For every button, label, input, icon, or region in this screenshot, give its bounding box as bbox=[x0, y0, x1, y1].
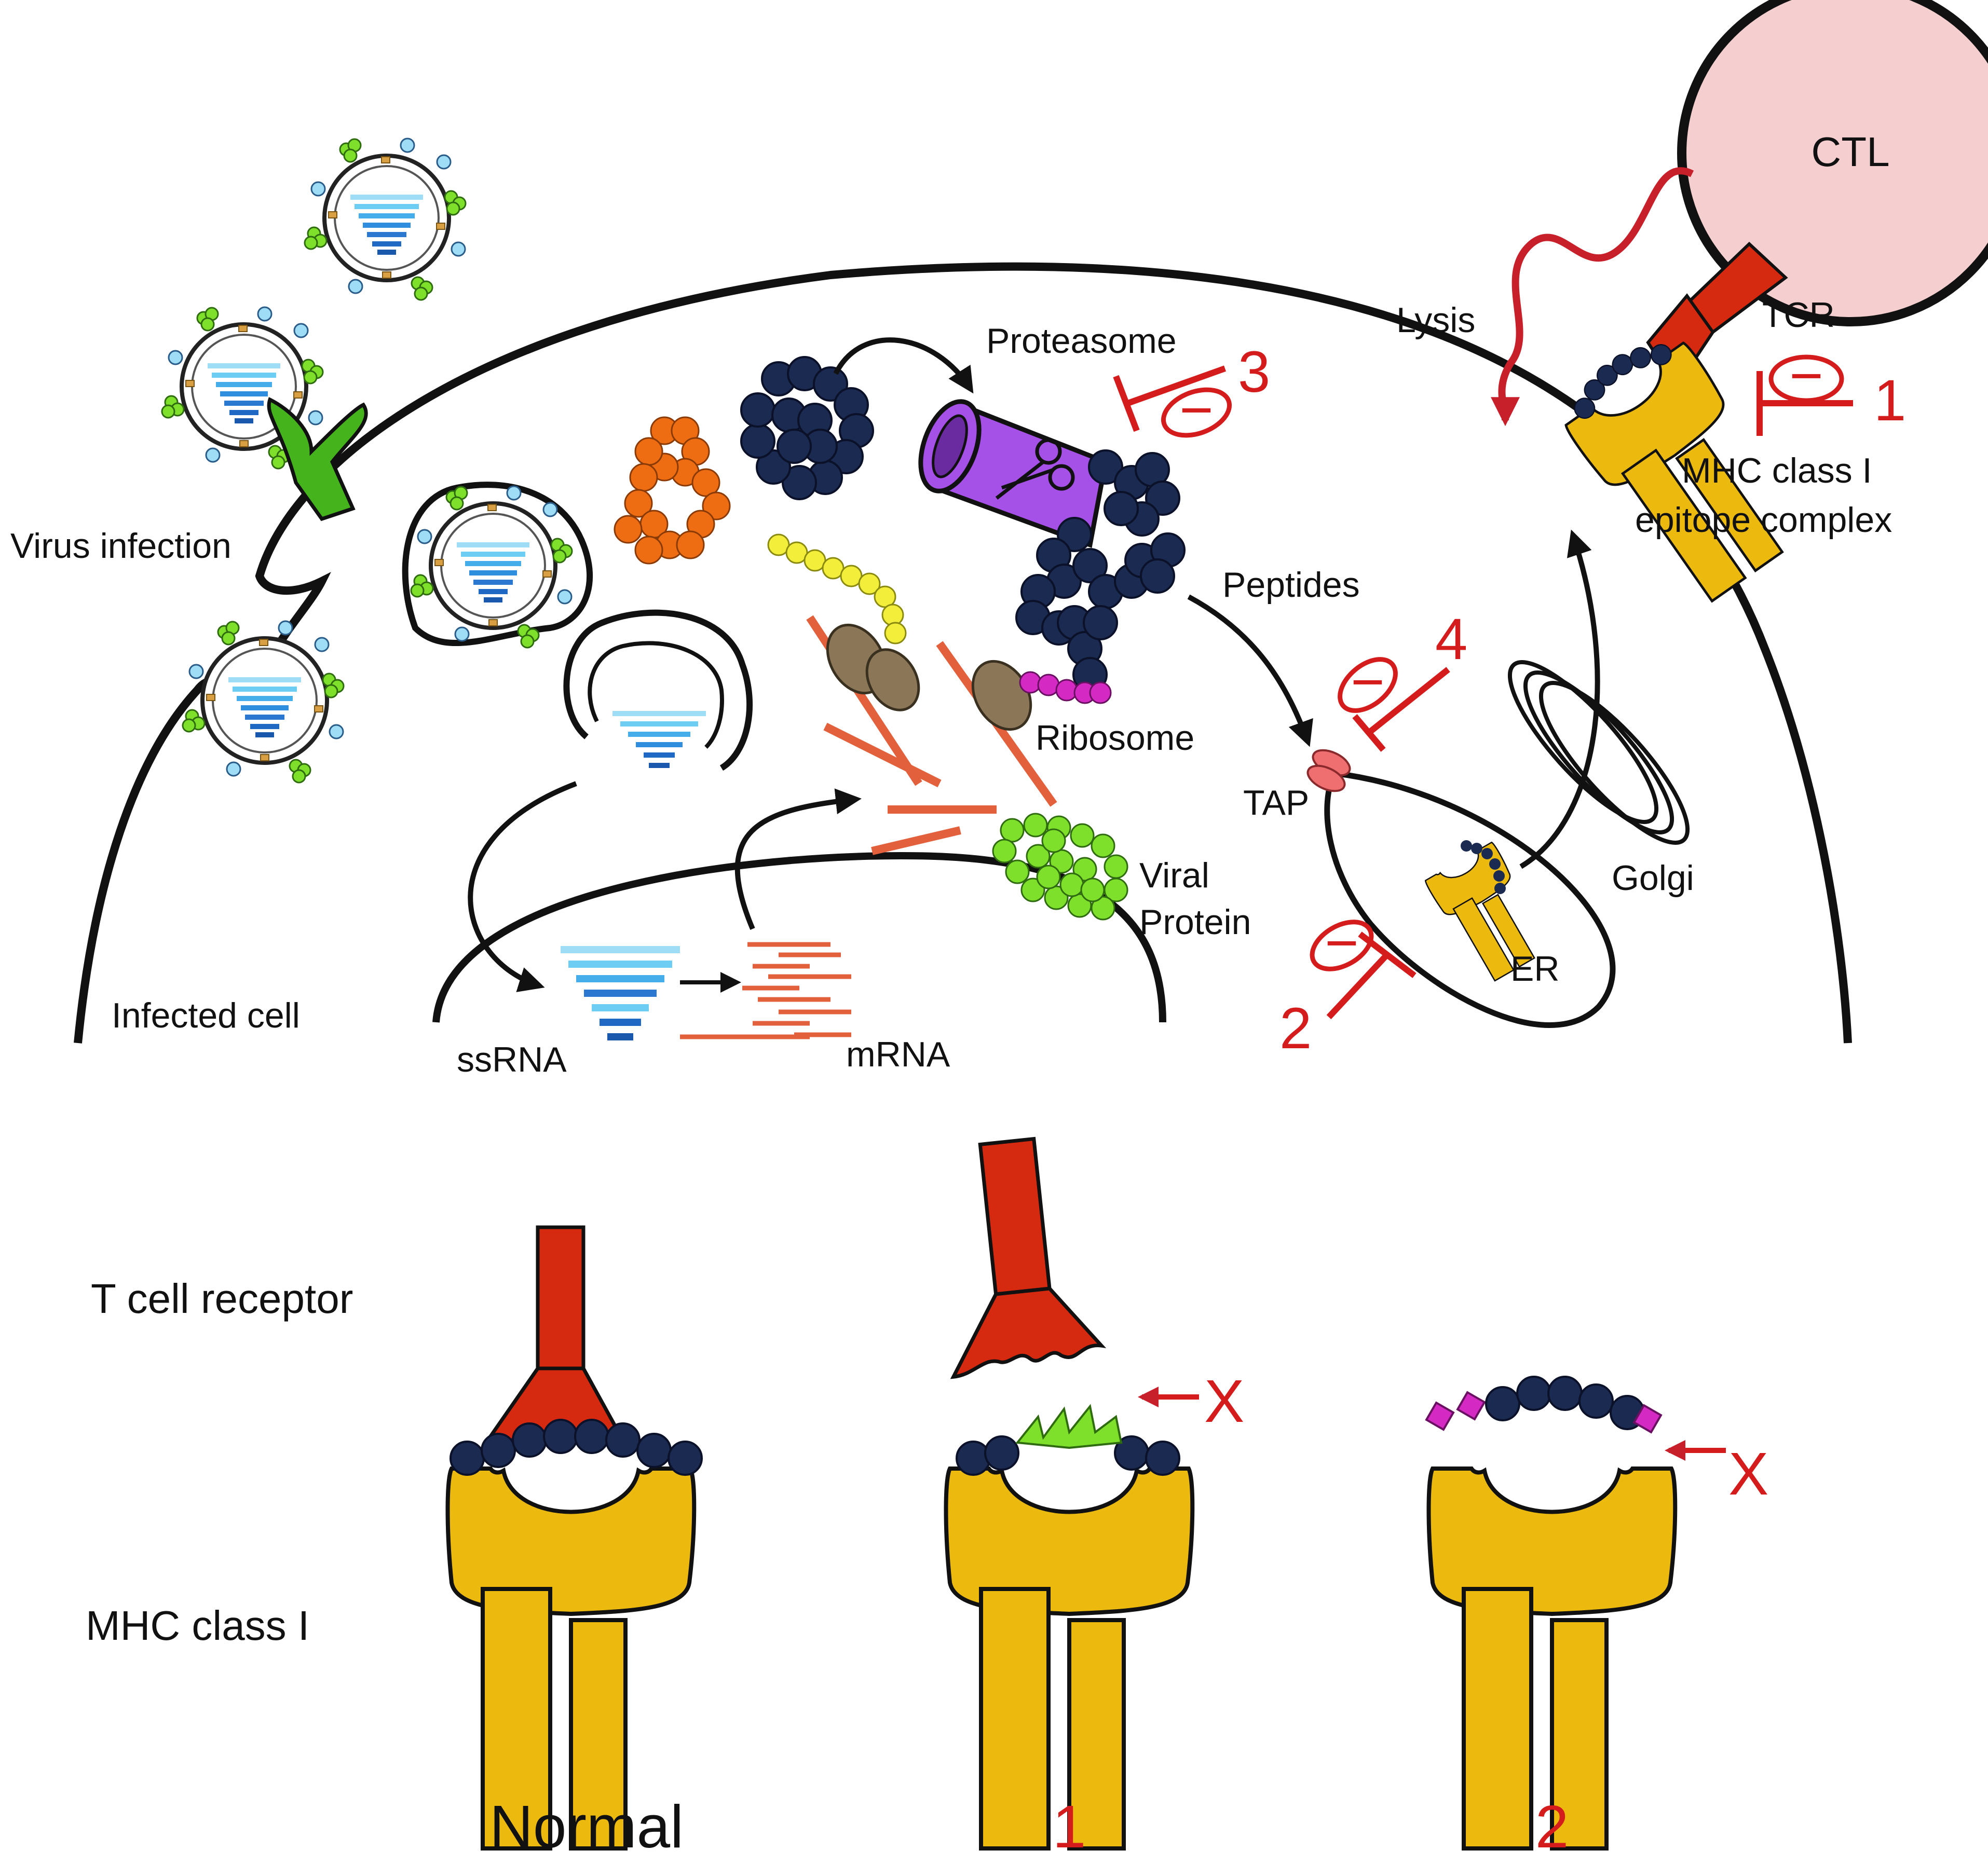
proteasome bbox=[918, 399, 1109, 549]
golgi-label: Golgi bbox=[1612, 858, 1694, 898]
infected-cell-label: Infected cell bbox=[112, 996, 300, 1035]
arrow-to-cytoplasm bbox=[734, 788, 862, 930]
arrow-to-tap bbox=[1187, 594, 1313, 747]
minus-sign: − bbox=[1351, 649, 1384, 714]
orange-protein bbox=[614, 416, 731, 565]
case1-label: 1 bbox=[1053, 1793, 1086, 1860]
mhc-class-i-label: MHC class I bbox=[86, 1602, 309, 1649]
inhibition-number-2: 2 bbox=[1279, 996, 1312, 1061]
golgi bbox=[1507, 660, 1690, 845]
lysis-arrow bbox=[1490, 167, 1694, 427]
minus-sign: − bbox=[1789, 343, 1823, 408]
ctl-label: CTL bbox=[1811, 129, 1889, 175]
endosome bbox=[402, 482, 593, 648]
er-membrane bbox=[1324, 770, 1616, 1028]
case2-block-mark: X bbox=[1665, 1440, 1768, 1507]
mrna-strands bbox=[680, 942, 851, 1039]
cross-mark: X bbox=[1728, 1440, 1768, 1507]
minus-sign: − bbox=[1179, 377, 1213, 442]
inhibition-marker-3: − 3 bbox=[1113, 339, 1270, 442]
scissors-icon bbox=[995, 438, 1075, 500]
minus-sign: − bbox=[1325, 910, 1358, 975]
inhibition-marker-1: − 1 bbox=[1756, 343, 1906, 436]
arrow-to-nucleus bbox=[468, 781, 577, 992]
inhibition-marker-2: − 2 bbox=[1279, 910, 1417, 1061]
case2-label: 2 bbox=[1535, 1793, 1569, 1860]
ribosome bbox=[826, 623, 1032, 731]
virus-infection-label: Virus infection bbox=[10, 526, 232, 566]
mhc-epitope-label-line1: MHC class I bbox=[1682, 451, 1872, 490]
t-cell-receptor-label: T cell receptor bbox=[91, 1276, 353, 1322]
viral-protein-label-line2: Protein bbox=[1139, 902, 1251, 942]
peptides-label: Peptides bbox=[1222, 565, 1360, 605]
tap-label: TAP bbox=[1243, 783, 1309, 823]
lysis-label: Lysis bbox=[1396, 300, 1475, 340]
normal-tcr bbox=[488, 1227, 623, 1440]
blue-protein bbox=[740, 356, 874, 500]
arrow-to-proteasome bbox=[833, 337, 974, 394]
case1-tcr bbox=[950, 1136, 1107, 1379]
case1-block-mark: X bbox=[1138, 1367, 1244, 1435]
ssrna-label: ssRNA bbox=[457, 1040, 567, 1079]
case2-peptide bbox=[1425, 1376, 1663, 1434]
arrow-to-surface bbox=[1519, 529, 1600, 869]
er-peptide bbox=[1461, 840, 1506, 894]
mhc-epitope-label-line2: epitope complex bbox=[1635, 500, 1892, 540]
viral-protein bbox=[992, 813, 1128, 921]
viral-receptor bbox=[267, 397, 368, 522]
inhibition-number-4: 4 bbox=[1435, 607, 1467, 671]
infected-cell-membrane bbox=[74, 262, 1852, 1044]
virus-particle bbox=[305, 139, 466, 300]
inhibition-marker-4: − 4 bbox=[1338, 607, 1467, 752]
viral-protein-label-line1: Viral bbox=[1139, 856, 1209, 895]
normal-mhc bbox=[448, 1469, 695, 1848]
cross-mark: X bbox=[1204, 1367, 1244, 1435]
nascent-chain-magenta bbox=[1019, 671, 1112, 704]
ssrna-stack bbox=[561, 946, 680, 1040]
proteasome-label: Proteasome bbox=[986, 321, 1177, 361]
mrna-label: mRNA bbox=[846, 1035, 950, 1074]
inhibition-number-3: 3 bbox=[1238, 339, 1270, 404]
case1-mhc bbox=[946, 1469, 1193, 1848]
ribosome-label: Ribosome bbox=[1036, 718, 1194, 758]
tcr-label: TCR bbox=[1762, 295, 1835, 335]
case1-peptide bbox=[956, 1404, 1180, 1476]
normal-label: Normal bbox=[489, 1793, 684, 1860]
er-label: ER bbox=[1510, 949, 1559, 989]
nucleus-membrane bbox=[432, 852, 1166, 1023]
uncoating-vesicle bbox=[563, 609, 753, 771]
tap-transporter bbox=[1306, 749, 1351, 792]
ctl-cell: CTL bbox=[1677, 0, 1988, 326]
nascent-chain-yellow bbox=[767, 533, 907, 645]
virus-particle bbox=[183, 621, 344, 783]
case2-mhc bbox=[1429, 1469, 1676, 1848]
inhibition-number-1: 1 bbox=[1874, 368, 1906, 433]
